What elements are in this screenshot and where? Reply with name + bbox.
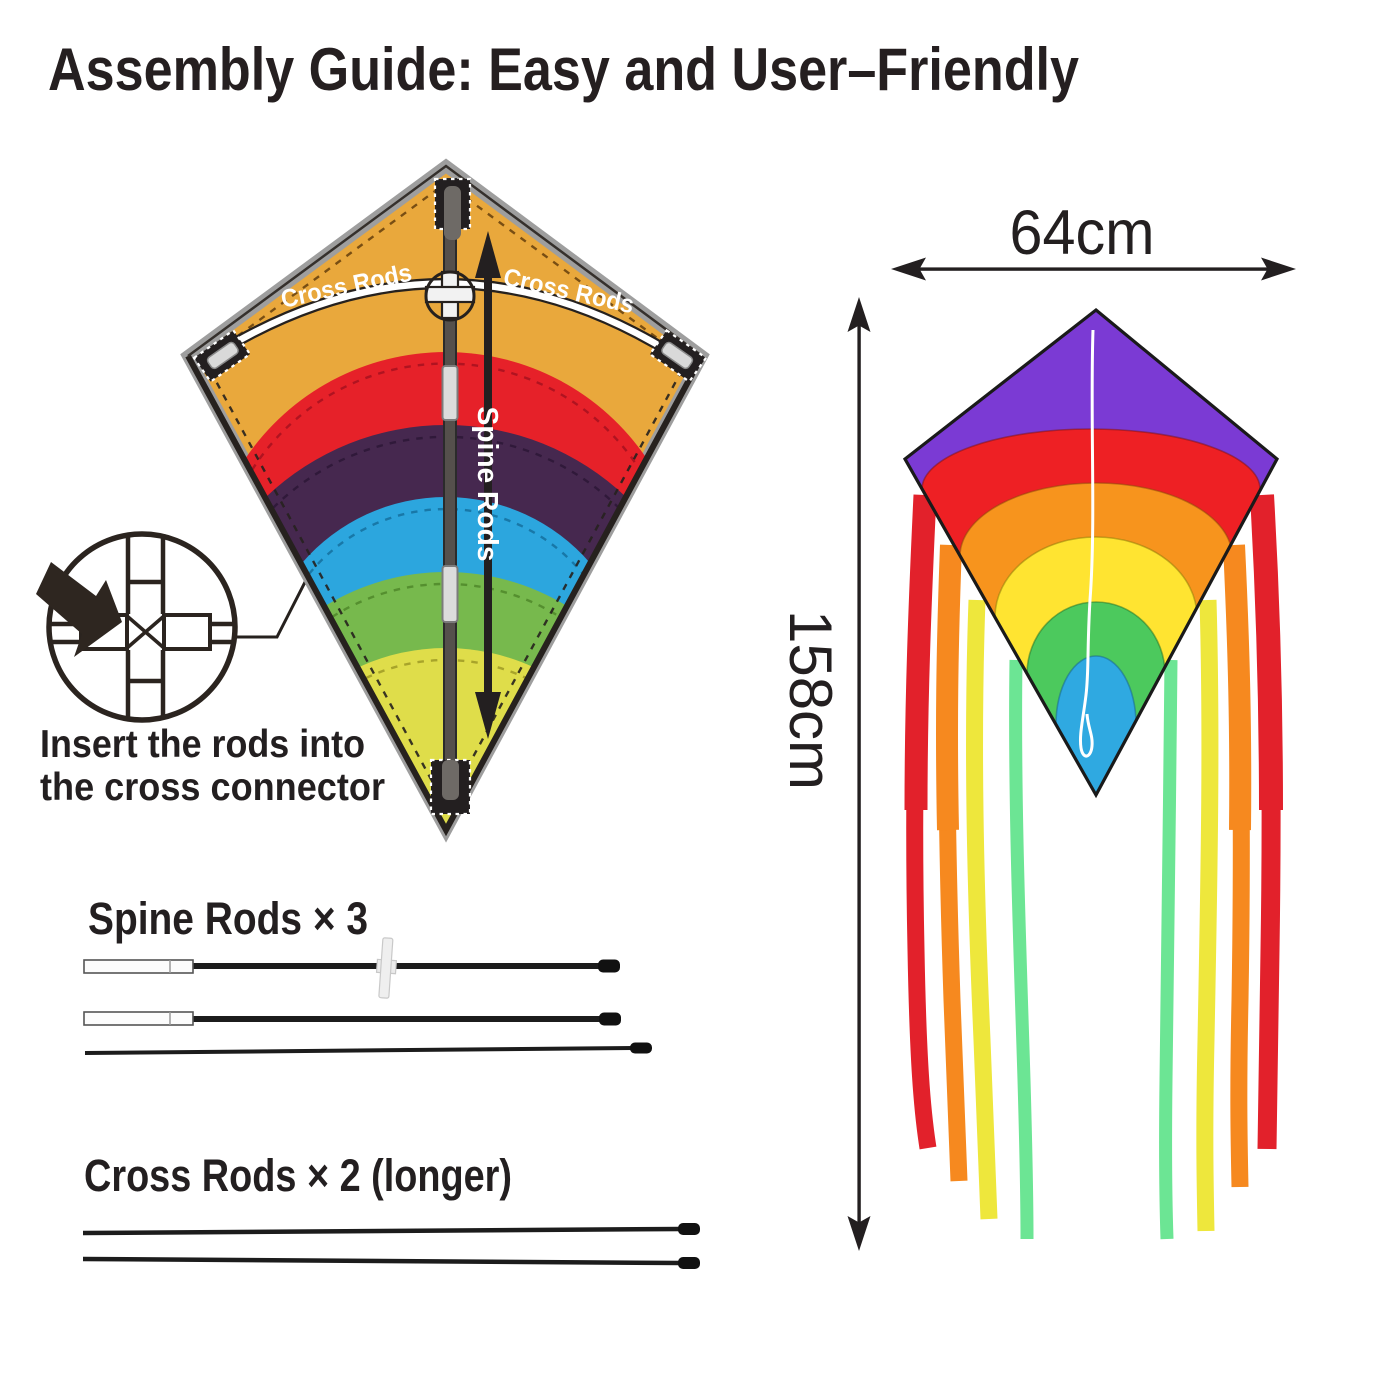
svg-text:Cross Rods × 2 (longer): Cross Rods × 2 (longer) (84, 1150, 512, 1201)
svg-text:64cm: 64cm (1010, 198, 1155, 268)
svg-text:Assembly Guide: Easy and User–: Assembly Guide: Easy and User–Friendly (48, 36, 1080, 103)
svg-text:Spine Rods × 3: Spine Rods × 3 (88, 893, 368, 944)
svg-text:Insert the rods into: Insert the rods into (40, 723, 365, 766)
svg-text:158cm: 158cm (777, 610, 844, 790)
svg-text:Spine Rods: Spine Rods (471, 407, 503, 562)
svg-text:the cross connector: the cross connector (40, 766, 385, 809)
